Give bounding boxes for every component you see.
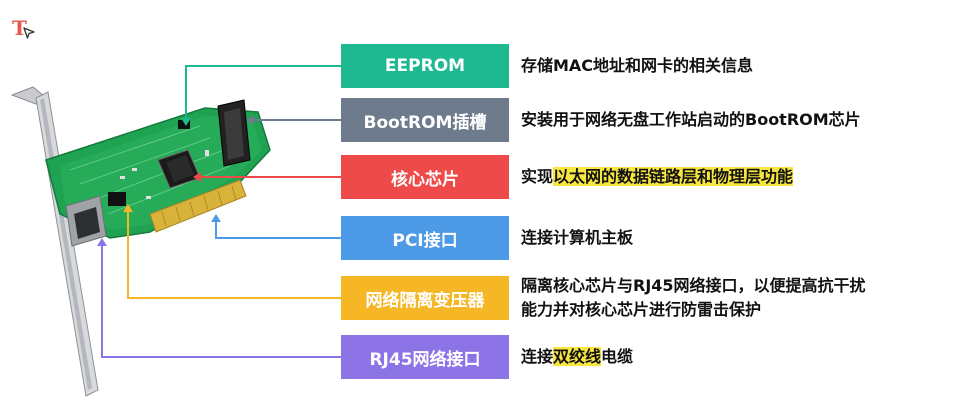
connector-eeprom: [185, 65, 341, 120]
cursor-icon: [23, 27, 35, 39]
desc-rj45-prefix: 连接: [521, 347, 554, 366]
desc-core-chip: 实现以太网的数据链路层和物理层功能: [521, 165, 951, 189]
eeprom-chip: [178, 120, 190, 129]
desc-eeprom: 存储MAC地址和网卡的相关信息: [521, 56, 754, 75]
label-rj45-interface: RJ45网络接口: [341, 335, 509, 379]
small-components: [120, 150, 209, 199]
desc-isolation-transformer: 隔离核心芯片与RJ45网络接口，以便提高抗干扰 能力并对核心芯片进行防雷击保护: [521, 274, 951, 322]
desc-transformer-line2: 能力并对核心芯片进行防雷击保护: [521, 300, 762, 319]
label-bootrom-slot: BootROM插槽: [341, 98, 509, 142]
label-core-chip: 核心芯片: [341, 155, 509, 199]
connector-rj45: [101, 244, 341, 358]
desc-bootrom-slot: 安装用于网络无盘工作站启动的BootROM芯片: [521, 110, 861, 129]
desc-core-chip-prefix: 实现: [521, 167, 554, 186]
bootrom-socket: [217, 99, 251, 167]
connector-transformer: [127, 210, 341, 299]
logo-letter: T: [12, 16, 27, 40]
isolation-transformer: [108, 192, 126, 206]
desc-pci-interface: 连接计算机主板: [521, 228, 634, 247]
desc-rj45-highlight: 双绞线: [553, 347, 602, 366]
label-isolation-transformer: 网络隔离变压器: [341, 276, 509, 320]
desc-core-chip-highlight: 以太网的数据链路层和物理层功能: [553, 167, 794, 186]
desc-rj45-interface: 连接双绞线电缆: [521, 345, 951, 369]
label-pci-interface: PCI接口: [341, 216, 509, 260]
label-eeprom: EEPROM: [341, 44, 509, 88]
desc-rj45-suffix: 电缆: [601, 347, 634, 366]
connector-pci: [215, 220, 341, 239]
pci-gold-fingers: [149, 179, 247, 233]
app-logo: T: [12, 18, 38, 44]
desc-transformer-line1: 隔离核心芯片与RJ45网络接口，以便提高抗干扰: [521, 276, 866, 295]
rj45-port: [65, 195, 107, 247]
network-card-illustration: [10, 86, 271, 397]
